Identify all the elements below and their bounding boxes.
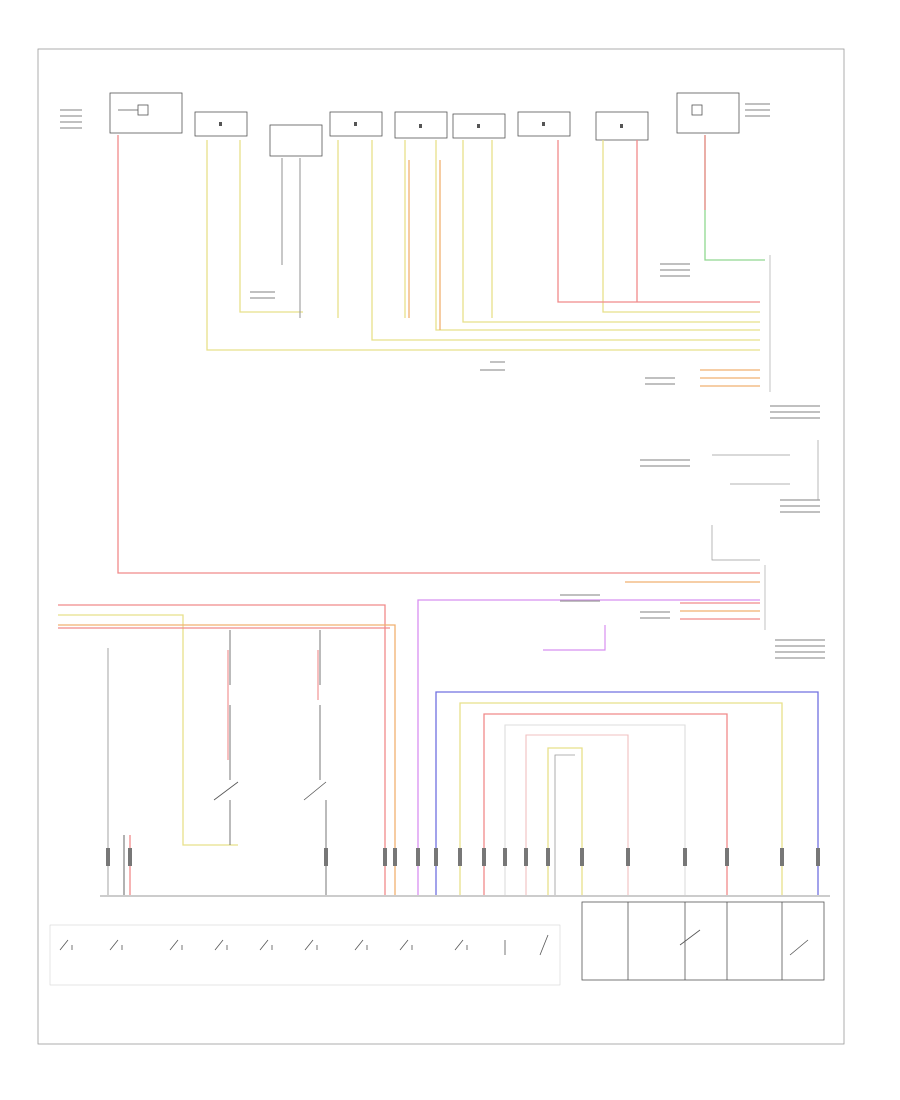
wires-yellow-top xyxy=(206,140,760,351)
switch-module-2 xyxy=(269,124,323,157)
module-markers xyxy=(219,122,623,128)
bottom-connector-pins xyxy=(106,848,820,866)
wires-gray-top xyxy=(281,158,301,318)
bottom-right-switches xyxy=(627,902,809,980)
bottom-switches-left xyxy=(59,934,549,956)
switch-module-5 xyxy=(452,113,506,139)
switch-module-7 xyxy=(595,111,649,141)
wire-red-main xyxy=(117,135,760,574)
fuse-box-left xyxy=(109,92,183,134)
connector-lower-lines xyxy=(625,581,760,620)
switch-module-6 xyxy=(517,111,571,137)
wire-violet xyxy=(417,599,760,895)
switch-stack-red xyxy=(227,650,319,760)
illegible-label-marks xyxy=(60,103,825,659)
wire-green xyxy=(704,135,765,261)
diagram-border xyxy=(37,48,845,1045)
bottom-left-module xyxy=(49,924,561,986)
top-modules xyxy=(109,92,740,157)
bottom-right-module xyxy=(581,901,825,981)
wire-blue xyxy=(435,691,819,895)
connector-stubs-upper xyxy=(700,369,760,387)
wires-red-top xyxy=(557,140,760,303)
connector-middle xyxy=(711,440,819,561)
bus-lines-left xyxy=(58,604,396,895)
switch-stacks xyxy=(213,630,327,895)
fuse-box-right xyxy=(676,92,740,134)
switch-module-3 xyxy=(329,111,383,137)
wires-orange-top xyxy=(408,160,441,330)
switch-module-1 xyxy=(194,111,248,137)
switch-module-4 xyxy=(394,111,448,139)
